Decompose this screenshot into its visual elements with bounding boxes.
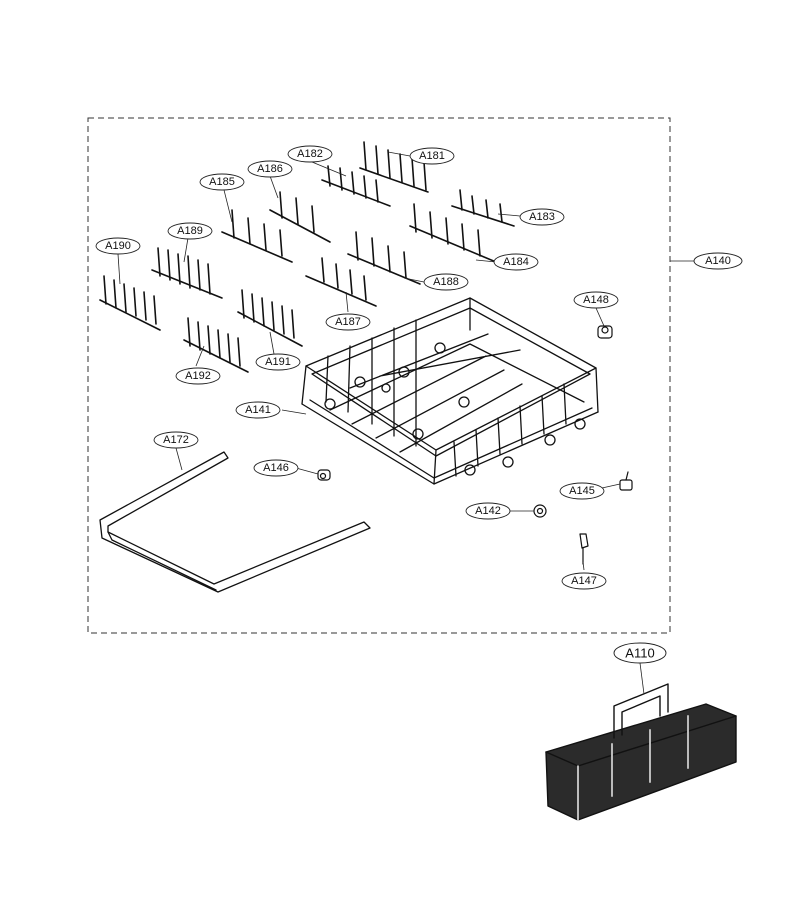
leader-a147 — [582, 561, 585, 571]
svg-text:A141: A141 — [245, 404, 271, 416]
part-shape-a145 — [619, 471, 633, 491]
tine-row-a191 — [237, 289, 303, 347]
leader-a184 — [475, 259, 497, 263]
tine-row-a183 — [451, 189, 515, 227]
tine-row-a182 — [321, 165, 391, 207]
svg-text:A146: A146 — [263, 462, 289, 474]
svg-text:A110: A110 — [625, 646, 654, 661]
callout-a189: A189 — [167, 222, 213, 240]
svg-text:A147: A147 — [571, 575, 597, 587]
svg-text:A192: A192 — [185, 370, 211, 382]
leader-lines — [117, 151, 694, 695]
svg-text:A187: A187 — [335, 316, 361, 328]
callout-a148: A148 — [573, 291, 619, 309]
svg-text:A186: A186 — [257, 163, 283, 175]
callouts: A181 A182 A183 A184 A185 A186 A187 A188 … — [95, 145, 743, 664]
part-shape-a148 — [597, 325, 613, 339]
callout-a186: A186 — [247, 160, 293, 178]
callout-a185: A185 — [199, 173, 245, 191]
leader-a146 — [295, 467, 319, 475]
svg-text:A182: A182 — [297, 148, 323, 160]
svg-text:A188: A188 — [433, 276, 459, 288]
callout-a181: A181 — [409, 147, 455, 165]
leader-a110 — [639, 662, 645, 695]
callout-a191: A191 — [255, 353, 301, 371]
leader-a186 — [269, 175, 279, 199]
callout-a110: A110 — [613, 642, 667, 664]
tine-row-a181 — [359, 141, 429, 193]
callout-a142: A142 — [465, 502, 511, 520]
tine-row-a189 — [151, 247, 223, 299]
svg-text:A184: A184 — [503, 256, 529, 268]
part-shape-a142 — [533, 504, 547, 518]
leader-a141 — [281, 409, 307, 415]
leader-a192 — [195, 345, 205, 367]
svg-text:A142: A142 — [475, 505, 501, 517]
callout-a187: A187 — [325, 313, 371, 331]
part-shape-a146 — [317, 469, 331, 481]
svg-text:A190: A190 — [105, 240, 131, 252]
callout-a146: A146 — [253, 459, 299, 477]
callout-a140: A140 — [693, 252, 743, 270]
svg-text:A140: A140 — [705, 255, 731, 267]
svg-text:A148: A148 — [583, 294, 609, 306]
leader-a182 — [311, 161, 347, 177]
leader-a172 — [175, 447, 183, 471]
callout-a190: A190 — [95, 237, 141, 255]
leader-a190 — [117, 253, 121, 285]
svg-text:A183: A183 — [529, 211, 555, 223]
lower-rack-basket — [301, 297, 599, 485]
leader-a183 — [497, 213, 521, 217]
leader-a191 — [269, 331, 275, 355]
callout-a192: A192 — [175, 367, 221, 385]
callout-a188: A188 — [423, 273, 469, 291]
svg-text:A172: A172 — [163, 434, 189, 446]
leader-a189 — [183, 237, 189, 263]
tine-row-a185 — [221, 209, 293, 263]
tine-row-a186 — [269, 191, 331, 243]
tine-row-a187 — [305, 257, 377, 307]
tine-row-a184 — [409, 203, 497, 263]
hardware-pieces — [317, 325, 633, 565]
tine-row-a190 — [99, 275, 161, 331]
svg-text:A145: A145 — [569, 485, 595, 497]
callout-a184: A184 — [493, 253, 539, 271]
svg-text:A181: A181 — [419, 150, 445, 162]
assembly-boundary — [87, 117, 671, 634]
part-shape-a147 — [579, 533, 589, 565]
svg-text:A189: A189 — [177, 225, 203, 237]
leader-a145 — [601, 483, 621, 489]
leader-a188 — [403, 277, 425, 283]
leader-a148 — [595, 307, 605, 327]
leader-a187 — [345, 291, 349, 313]
tine-rows — [99, 141, 515, 373]
callout-a147: A147 — [561, 572, 607, 590]
tine-row-a188 — [347, 231, 421, 285]
leader-a181 — [387, 151, 411, 157]
callout-a183: A183 — [519, 208, 565, 226]
lower-rack-rail — [99, 451, 371, 593]
svg-text:A185: A185 — [209, 176, 235, 188]
callout-a141: A141 — [235, 401, 281, 419]
callout-a172: A172 — [153, 431, 199, 449]
silverware-basket — [545, 683, 737, 821]
leader-a185 — [223, 189, 233, 223]
callout-a182: A182 — [287, 145, 333, 163]
callout-a145: A145 — [559, 482, 605, 500]
svg-text:A191: A191 — [265, 356, 291, 368]
tine-row-a192 — [183, 317, 249, 373]
